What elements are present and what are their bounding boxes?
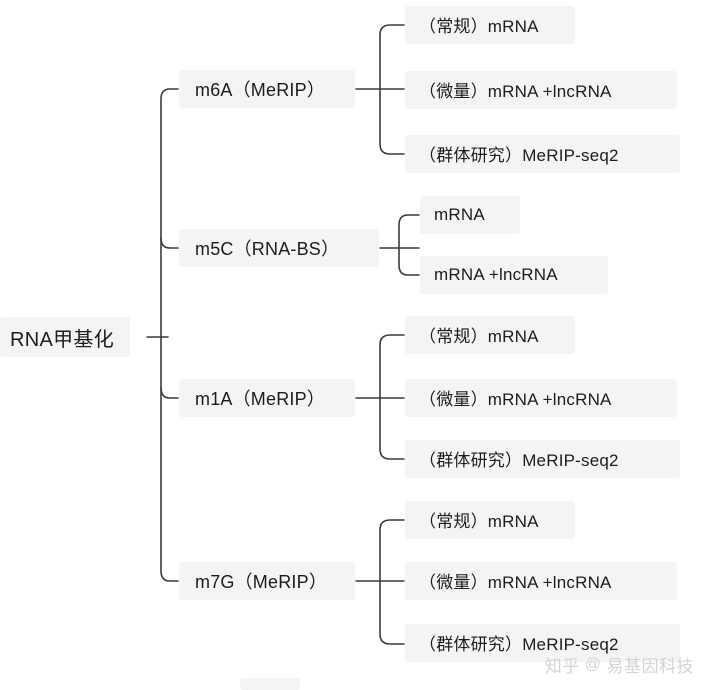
branch-node-m7g[interactable]: m7G（MeRIP） bbox=[179, 562, 355, 600]
watermark-platform: 知乎 bbox=[544, 657, 580, 676]
leaf-node-label: （微量）mRNA +lncRNA bbox=[419, 82, 612, 101]
branch-node-m5c-label: m5C（RNA-BS） bbox=[195, 238, 340, 259]
watermark-at-symbol: @ bbox=[584, 655, 602, 673]
leaf-node[interactable]: mRNA bbox=[420, 196, 520, 234]
leaf-node[interactable]: （群体研究）MeRIP-seq2 bbox=[405, 440, 680, 478]
leaf-node[interactable]: （群体研究）MeRIP-seq2 bbox=[405, 624, 680, 662]
m6a-bracket bbox=[379, 24, 405, 155]
branch-node-m1a[interactable]: m1A（MeRIP） bbox=[179, 379, 355, 417]
leaf-node-label: （常规）mRNA bbox=[419, 17, 539, 36]
branch-stub-m1a bbox=[160, 387, 179, 399]
watermark: 知乎 @ 易基因科技 bbox=[545, 652, 694, 677]
root-node-label: RNA甲基化 bbox=[10, 328, 115, 351]
m7g-bracket bbox=[379, 519, 405, 645]
leaf-node-label: （常规）mRNA bbox=[419, 327, 539, 346]
leaf-node-label: （群体研究）MeRIP-seq2 bbox=[419, 146, 619, 165]
root-node[interactable]: RNA甲基化 bbox=[0, 317, 131, 357]
leaf-node[interactable]: （微量）mRNA +lncRNA bbox=[405, 562, 677, 600]
m1a-bracket bbox=[379, 334, 405, 460]
leaf-node[interactable]: mRNA +lncRNA bbox=[420, 256, 608, 294]
branch-node-m6a[interactable]: m6A（MeRIP） bbox=[179, 70, 355, 108]
leaf-node-label: （微量）mRNA +lncRNA bbox=[419, 573, 612, 592]
leaf-node-label: mRNA +lncRNA bbox=[434, 264, 558, 284]
cropped-node-fragment bbox=[240, 678, 300, 690]
watermark-account: 易基因科技 bbox=[606, 657, 694, 676]
branch-stub-m5c bbox=[160, 237, 179, 249]
m5c-bracket bbox=[398, 214, 420, 276]
leaf-node-label: （常规）mRNA bbox=[419, 512, 539, 531]
branch-node-m5c[interactable]: m5C（RNA-BS） bbox=[179, 229, 379, 267]
branch-node-m7g-label: m7G（MeRIP） bbox=[195, 571, 328, 592]
leaf-node[interactable]: （常规）mRNA bbox=[405, 316, 575, 354]
root-trunk bbox=[160, 88, 179, 582]
leaf-node-label: （群体研究）MeRIP-seq2 bbox=[419, 451, 619, 470]
leaf-node[interactable]: （常规）mRNA bbox=[405, 501, 575, 539]
leaf-node[interactable]: （微量）mRNA +lncRNA bbox=[405, 379, 677, 417]
leaf-node-label: （群体研究）MeRIP-seq2 bbox=[419, 635, 619, 654]
leaf-node-label: （微量）mRNA +lncRNA bbox=[419, 390, 612, 409]
leaf-node[interactable]: （群体研究）MeRIP-seq2 bbox=[405, 135, 680, 173]
leaf-node[interactable]: （微量）mRNA +lncRNA bbox=[405, 71, 677, 109]
branch-node-m1a-label: m1A（MeRIP） bbox=[195, 388, 326, 409]
leaf-node[interactable]: （常规）mRNA bbox=[405, 6, 575, 44]
branch-node-m6a-label: m6A（MeRIP） bbox=[195, 79, 326, 100]
leaf-node-label: mRNA bbox=[434, 204, 485, 224]
